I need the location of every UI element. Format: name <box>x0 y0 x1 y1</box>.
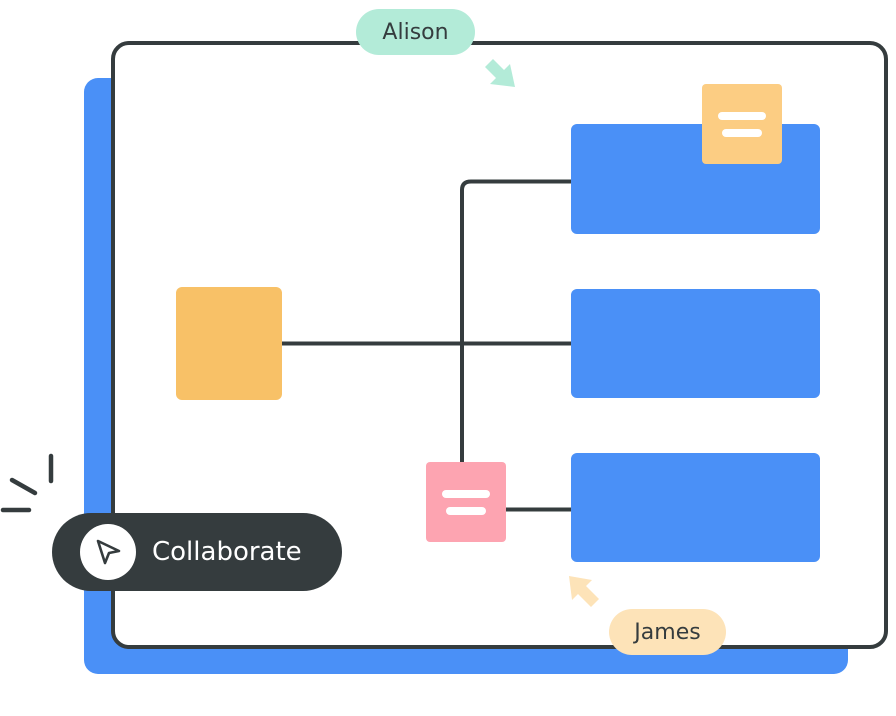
source-node[interactable] <box>176 287 282 400</box>
sticky-note-orange[interactable] <box>702 84 782 164</box>
attention-spark-icon <box>0 453 54 513</box>
connector-trunk-to-top <box>460 179 572 465</box>
collaborator-tag-james: James <box>609 609 726 655</box>
note-lines-icon <box>722 128 762 137</box>
collaborator-name: James <box>634 619 701 645</box>
target-node-bottom[interactable] <box>571 453 820 562</box>
target-node-top[interactable] <box>571 124 820 234</box>
note-lines-icon <box>718 111 766 120</box>
target-node-middle[interactable] <box>571 289 820 398</box>
james-cursor-arrow <box>569 576 599 607</box>
collaborate-button[interactable]: Collaborate <box>52 513 342 591</box>
collaborate-label: Collaborate <box>152 537 302 567</box>
collaborator-name: Alison <box>382 19 449 45</box>
note-lines-icon <box>446 506 486 515</box>
sticky-note-pink[interactable] <box>426 462 506 542</box>
note-lines-icon <box>442 489 490 498</box>
collaborator-tag-alison: Alison <box>356 9 475 55</box>
cursor-arrow-icon <box>80 524 136 580</box>
alison-cursor-arrow <box>485 59 515 87</box>
